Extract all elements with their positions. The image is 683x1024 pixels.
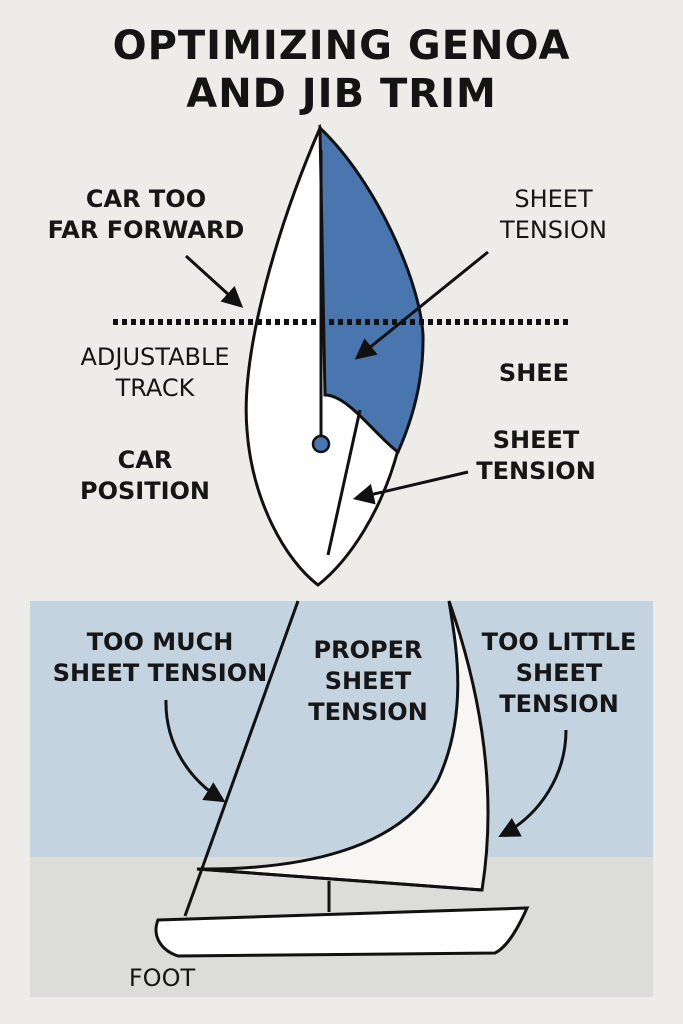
boom xyxy=(196,867,483,892)
label-adjustable-track: ADJUSTABLE TRACK xyxy=(80,343,230,402)
mast-base-dot xyxy=(311,434,331,454)
top-sail-diagram xyxy=(113,123,572,587)
bottom-sail-diagram xyxy=(30,600,653,997)
luff-line xyxy=(183,600,300,917)
sky-panel xyxy=(30,601,653,857)
sheet-line xyxy=(326,409,362,556)
label-foot: FOOT xyxy=(128,964,196,992)
label-shee: SHEE xyxy=(498,359,570,387)
white-sail xyxy=(196,600,490,892)
title-line-1: OPTIMIZING GENOA xyxy=(112,23,571,69)
label-car-position: CAR POSITION xyxy=(80,446,210,505)
label-proper-tension: PROPER SHEET TENSION xyxy=(308,636,428,726)
arrow-sheet-tension-upper xyxy=(354,250,489,360)
label-sheet-tension-lower: SHEET TENSION xyxy=(476,426,596,485)
label-too-little-tension: TOO LITTLE SHEET TENSION xyxy=(481,628,637,718)
label-sheet-tension-upper: SHEET TENSION xyxy=(500,185,607,244)
label-car-too-far-forward: CAR TOO FAR FORWARD xyxy=(47,185,245,244)
blue-sail xyxy=(318,124,425,455)
arrow-car-forward xyxy=(184,254,244,308)
hull xyxy=(154,906,530,958)
title-line-2: AND JIB TRIM xyxy=(186,71,497,117)
arrow-sheet-tension-lower xyxy=(352,470,469,505)
label-too-much-tension: TOO MUCH SHEET TENSION xyxy=(52,628,268,687)
arrow-too-much xyxy=(164,699,226,803)
diagram-title: OPTIMIZING GENOA AND JIB TRIM xyxy=(0,22,683,118)
arrow-too-little xyxy=(498,729,568,837)
